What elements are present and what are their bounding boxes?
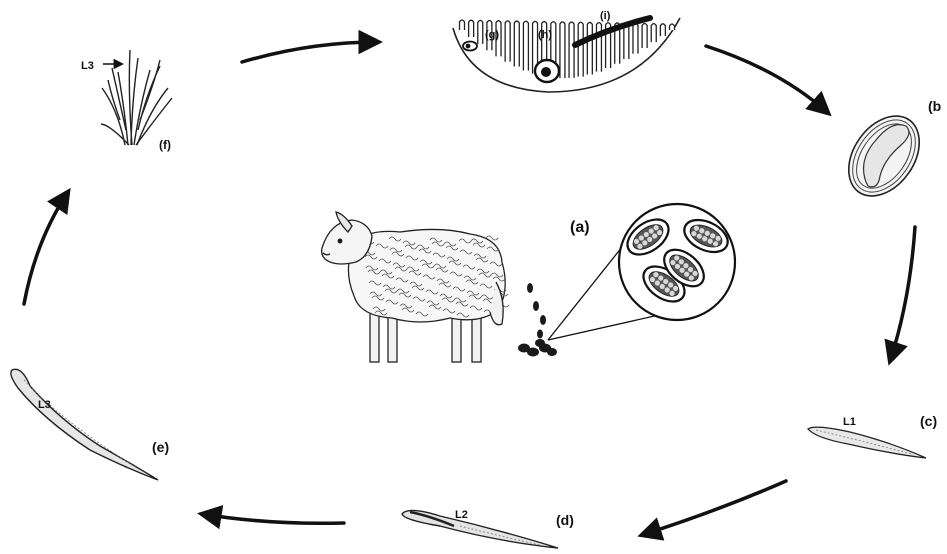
arrow-e-to-f xyxy=(24,192,68,304)
arrow-d-to-e xyxy=(202,514,344,523)
label-e: (e) xyxy=(152,439,169,455)
larva-l1 xyxy=(808,427,926,458)
larva-l2 xyxy=(402,510,558,548)
larva-l3 xyxy=(11,369,158,480)
label-a: (a) xyxy=(570,219,590,236)
label-l3: L3 xyxy=(38,399,51,411)
label-g: (g) xyxy=(485,29,499,41)
label-h: (h) xyxy=(538,29,552,41)
arrow-gut-to-b xyxy=(706,46,828,113)
arrow-b-to-c xyxy=(890,227,915,361)
label-b: (b xyxy=(928,98,941,114)
arrow-f-to-gut xyxy=(242,42,378,62)
label-c: (c) xyxy=(920,413,937,429)
arrow-c-to-d xyxy=(642,481,786,535)
label-d: (d) xyxy=(556,512,574,528)
label-l1: L1 xyxy=(843,416,856,428)
label-i: (i) xyxy=(600,10,611,22)
label-l3-grass: L3 xyxy=(81,60,94,72)
label-f: (f) xyxy=(159,138,171,152)
magnified-eggs xyxy=(619,204,735,320)
embryonated-egg xyxy=(834,103,934,209)
feces-pellets xyxy=(518,283,557,357)
sheep-illustration xyxy=(322,212,509,362)
label-l2: L2 xyxy=(455,509,468,521)
